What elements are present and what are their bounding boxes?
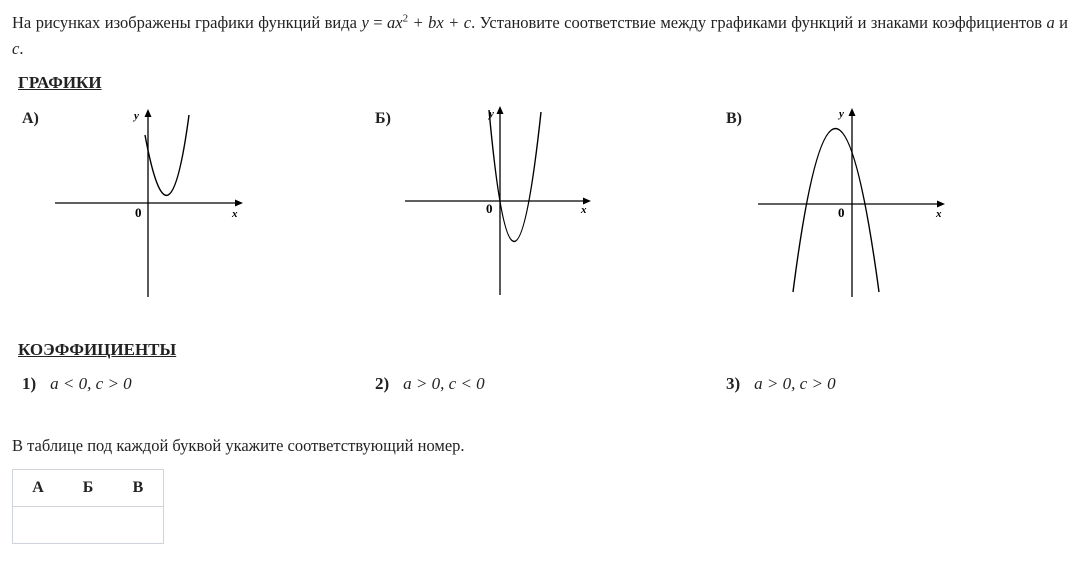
graph-a-label: А)	[22, 110, 39, 127]
answer-header-v: В	[132, 479, 144, 496]
formula-equals: =	[368, 13, 387, 32]
graph-b-x-arrow	[583, 197, 591, 205]
graph-c-parabola	[792, 127, 880, 293]
coefficients-header: КОЭФФИЦИЕНТЫ	[18, 340, 177, 359]
formula-rest: + bx + c	[408, 13, 472, 32]
answer-cell-a[interactable]	[12, 506, 63, 544]
coefficient-3: 3) a > 0, c > 0	[726, 374, 836, 394]
graphs-header: ГРАФИКИ	[18, 73, 102, 92]
task-middle: . Установите соответствие между графикам…	[471, 13, 1047, 32]
coefficient-2-number: 2)	[375, 374, 390, 393]
graph-b-y-arrow	[496, 106, 504, 114]
answer-cell-v[interactable]	[113, 506, 164, 544]
graph-c-label: В)	[726, 110, 742, 127]
graph-c: y x 0	[758, 108, 945, 297]
task-var-c: c	[12, 39, 20, 58]
instruction-text: В таблице под каждой буквой укажите соот…	[12, 436, 465, 455]
task-text: На рисунках изображены графики функций в…	[12, 10, 1068, 62]
coefficient-1-text: a < 0, c > 0	[50, 374, 132, 393]
formula-ax: ax	[387, 13, 403, 32]
graph-a-x-arrow	[235, 199, 243, 207]
coefficient-1: 1) a < 0, c > 0	[22, 374, 132, 394]
graph-a-x-label: x	[231, 208, 238, 220]
coefficient-1-number: 1)	[22, 374, 37, 393]
answer-cell-b[interactable]	[63, 506, 113, 544]
task-and: и	[1054, 13, 1068, 32]
graph-c-x-arrow	[937, 200, 945, 208]
task-intro: На рисунках изображены графики функций в…	[12, 13, 362, 32]
coefficient-2: 2) a > 0, c < 0	[375, 374, 485, 394]
formula: y = ax2 + bx + c	[361, 13, 471, 32]
formula-exponent: 2	[402, 12, 409, 25]
graph-b-x-label: x	[580, 204, 587, 216]
graph-b-y-label: y	[487, 108, 494, 120]
answer-header-b: Б	[82, 479, 94, 496]
graph-b: y x 0	[405, 106, 591, 295]
formula-y: y	[361, 13, 369, 32]
graph-a-y-label: y	[132, 110, 139, 122]
coefficient-3-number: 3)	[726, 374, 741, 393]
graph-b-origin: 0	[486, 201, 493, 216]
graph-c-x-label: x	[935, 208, 942, 220]
graph-a-origin: 0	[135, 205, 142, 220]
graph-c-y-label: y	[837, 108, 844, 120]
coefficient-2-text: a > 0, c < 0	[403, 374, 485, 393]
graph-b-label: Б)	[375, 110, 391, 127]
task-var-a: a	[1046, 13, 1055, 32]
graph-a-y-arrow	[144, 109, 152, 117]
graph-c-y-arrow	[848, 108, 856, 116]
coefficient-3-text: a > 0, c > 0	[754, 374, 836, 393]
graph-a-parabola	[144, 114, 190, 197]
graph-a: y x 0	[55, 109, 243, 297]
graph-b-parabola	[488, 109, 542, 243]
graph-c-origin: 0	[838, 205, 845, 220]
task-end: .	[19, 39, 24, 58]
answer-table: А Б В	[12, 469, 164, 544]
answer-header-a: А	[32, 479, 44, 496]
